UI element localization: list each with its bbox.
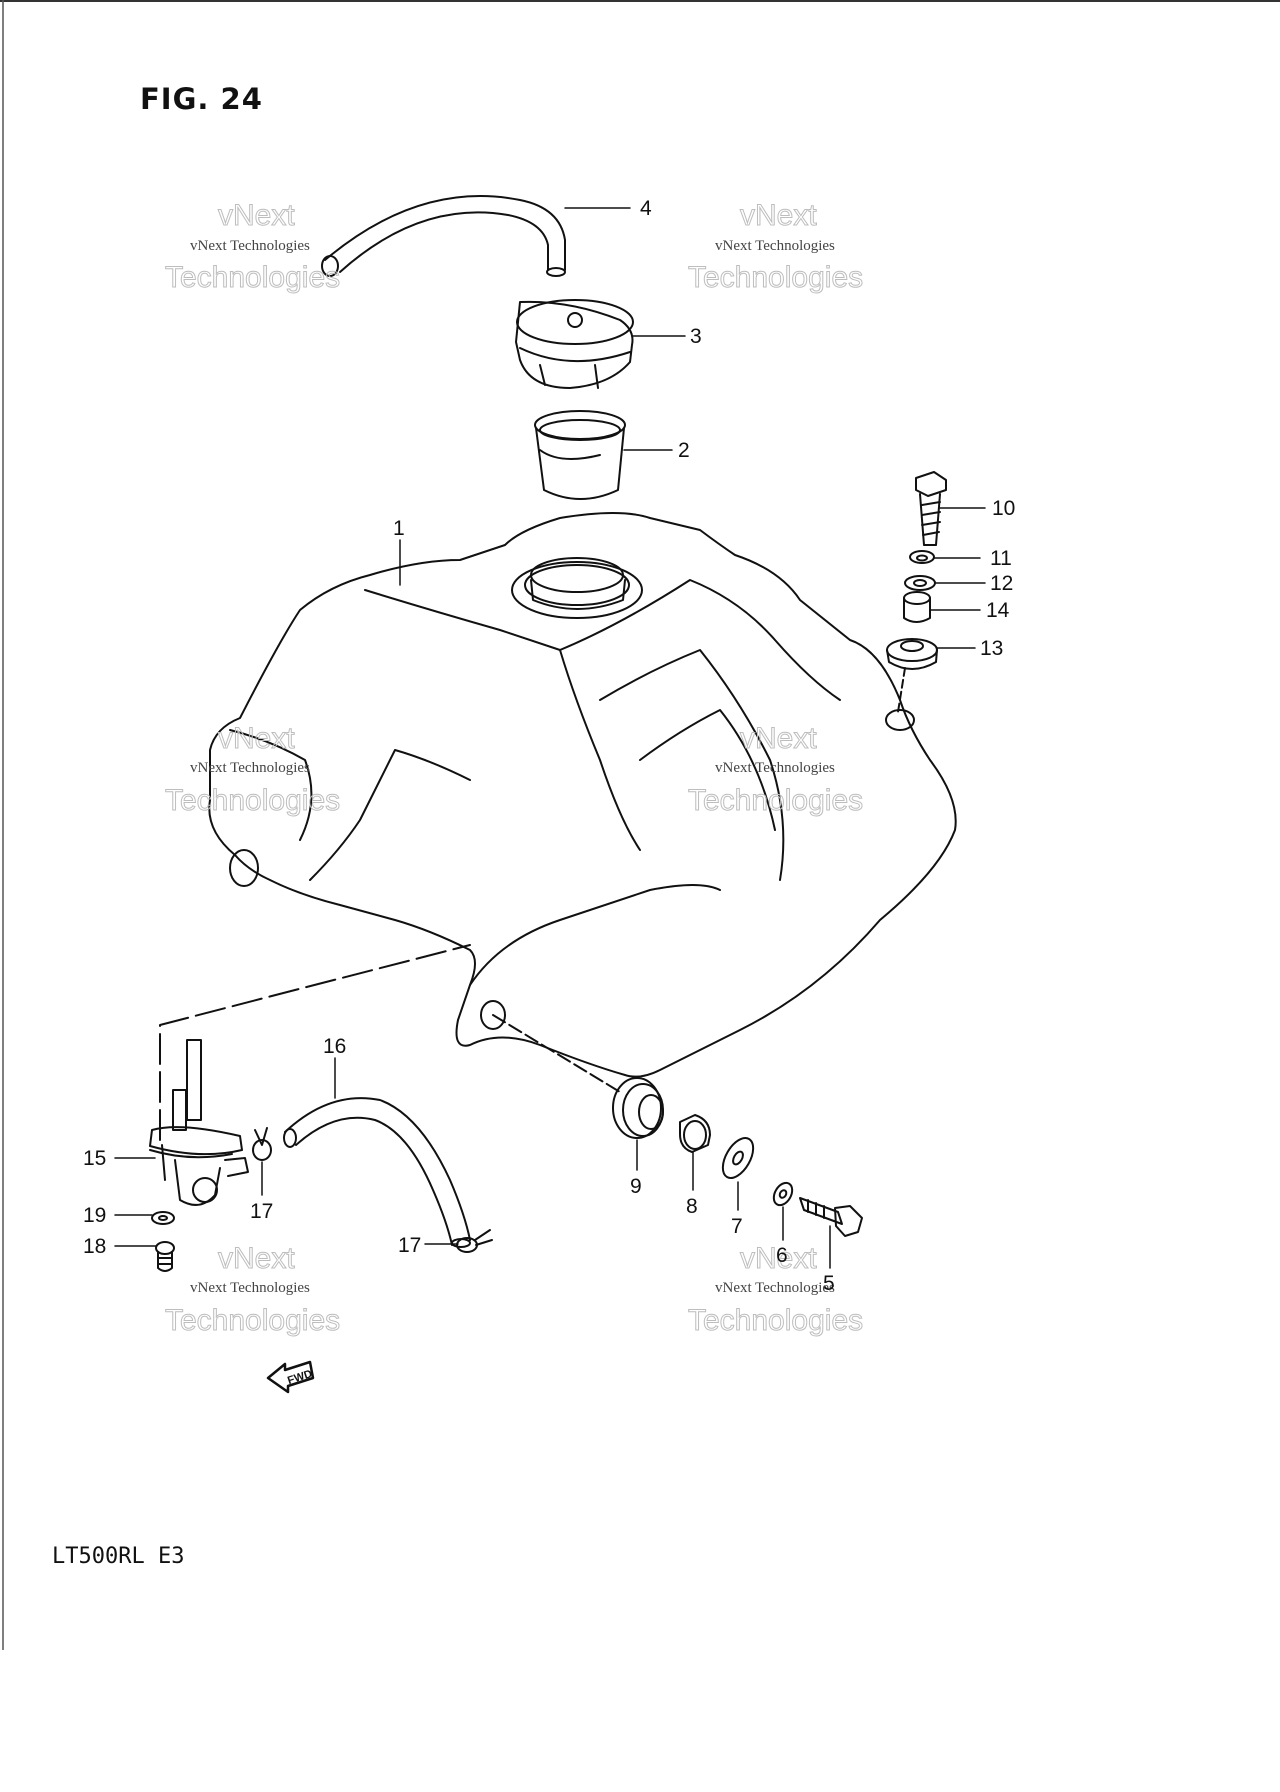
callout-15: 15 bbox=[83, 1147, 106, 1170]
screw-washer-part bbox=[151, 1211, 175, 1272]
callout-14: 14 bbox=[986, 599, 1010, 622]
svg-text:vNext Technologies: vNext Technologies bbox=[190, 1280, 310, 1296]
svg-text:vNext Technologies: vNext Technologies bbox=[190, 238, 310, 254]
mount-hole-front bbox=[480, 1000, 506, 1030]
svg-text:vNext: vNext bbox=[218, 199, 295, 232]
watermark-bottom-right: vNext Technologies vNext Technologies bbox=[688, 1242, 864, 1338]
callout-2: 2 bbox=[678, 439, 690, 462]
callout-11: 11 bbox=[990, 547, 1012, 570]
callout-7: 7 bbox=[731, 1215, 743, 1238]
filler-neck-ring-part bbox=[534, 410, 626, 500]
svg-text:vNext Technologies: vNext Technologies bbox=[715, 238, 835, 254]
fuel-cock-part bbox=[149, 1039, 249, 1206]
callout-1: 1 bbox=[393, 517, 405, 540]
callout-19: 19 bbox=[83, 1204, 106, 1227]
fuel-hose-part bbox=[283, 1097, 471, 1248]
svg-text:Technologies: Technologies bbox=[688, 1304, 863, 1337]
svg-text:vNext: vNext bbox=[740, 199, 817, 232]
callout-9: 9 bbox=[630, 1175, 642, 1198]
watermark-mid-left: vNext Technologies vNext Technologies bbox=[165, 722, 341, 818]
callout-13: 13 bbox=[980, 637, 1003, 660]
callout-17-second: 17 bbox=[398, 1234, 421, 1257]
svg-text:vNext Technologies: vNext Technologies bbox=[715, 760, 835, 776]
callout-16: 16 bbox=[323, 1035, 346, 1058]
rear-mount-boss bbox=[885, 709, 915, 731]
watermark-top-right: vNext Technologies vNext Technologies bbox=[688, 199, 864, 295]
model-code: LT500RL E3 bbox=[52, 1544, 185, 1569]
callout-17: 17 bbox=[250, 1200, 273, 1223]
rear-mount-hardware bbox=[886, 471, 947, 713]
callout-5: 5 bbox=[823, 1272, 835, 1295]
fwd-arrow-icon bbox=[266, 1360, 315, 1394]
svg-text:vNext: vNext bbox=[218, 1242, 295, 1275]
hose-clip-part bbox=[252, 1127, 493, 1253]
svg-text:Technologies: Technologies bbox=[688, 784, 863, 817]
assembly-leader-line bbox=[159, 944, 471, 1141]
svg-text:Technologies: Technologies bbox=[165, 784, 340, 817]
callout-leaders bbox=[114, 207, 986, 1269]
front-mount-hardware bbox=[492, 1014, 863, 1237]
callout-12: 12 bbox=[990, 572, 1013, 595]
svg-text:Technologies: Technologies bbox=[165, 1304, 340, 1337]
fwd-label: FWD bbox=[286, 1368, 314, 1387]
watermark-top-left: vNext Technologies vNext Technologies bbox=[165, 199, 341, 295]
callout-6: 6 bbox=[776, 1244, 788, 1267]
callout-3: 3 bbox=[690, 325, 702, 348]
callout-10: 10 bbox=[992, 497, 1015, 520]
svg-text:vNext: vNext bbox=[740, 722, 817, 755]
svg-text:Technologies: Technologies bbox=[688, 261, 863, 294]
svg-text:vNext Technologies: vNext Technologies bbox=[190, 760, 310, 776]
mount-hole bbox=[229, 849, 259, 887]
fuel-cap-part bbox=[515, 299, 634, 389]
callout-18: 18 bbox=[83, 1235, 106, 1258]
svg-text:Technologies: Technologies bbox=[165, 261, 340, 294]
svg-text:vNext: vNext bbox=[740, 1242, 817, 1275]
callout-4: 4 bbox=[640, 197, 652, 220]
fuel-tank-part bbox=[208, 512, 957, 1078]
figure-title: FIG. 24 bbox=[140, 82, 263, 116]
svg-text:vNext: vNext bbox=[218, 722, 295, 755]
callout-8: 8 bbox=[686, 1195, 698, 1218]
breather-hose-part bbox=[321, 195, 566, 277]
watermark-mid-right: vNext Technologies vNext Technologies bbox=[688, 722, 864, 818]
callout-labels: 4 3 2 1 10 11 12 14 13 15 16 17 17 19 18… bbox=[83, 197, 1015, 1387]
watermark-bottom-left: vNext Technologies vNext Technologies bbox=[165, 1242, 341, 1338]
svg-text:vNext Technologies: vNext Technologies bbox=[715, 1280, 835, 1296]
